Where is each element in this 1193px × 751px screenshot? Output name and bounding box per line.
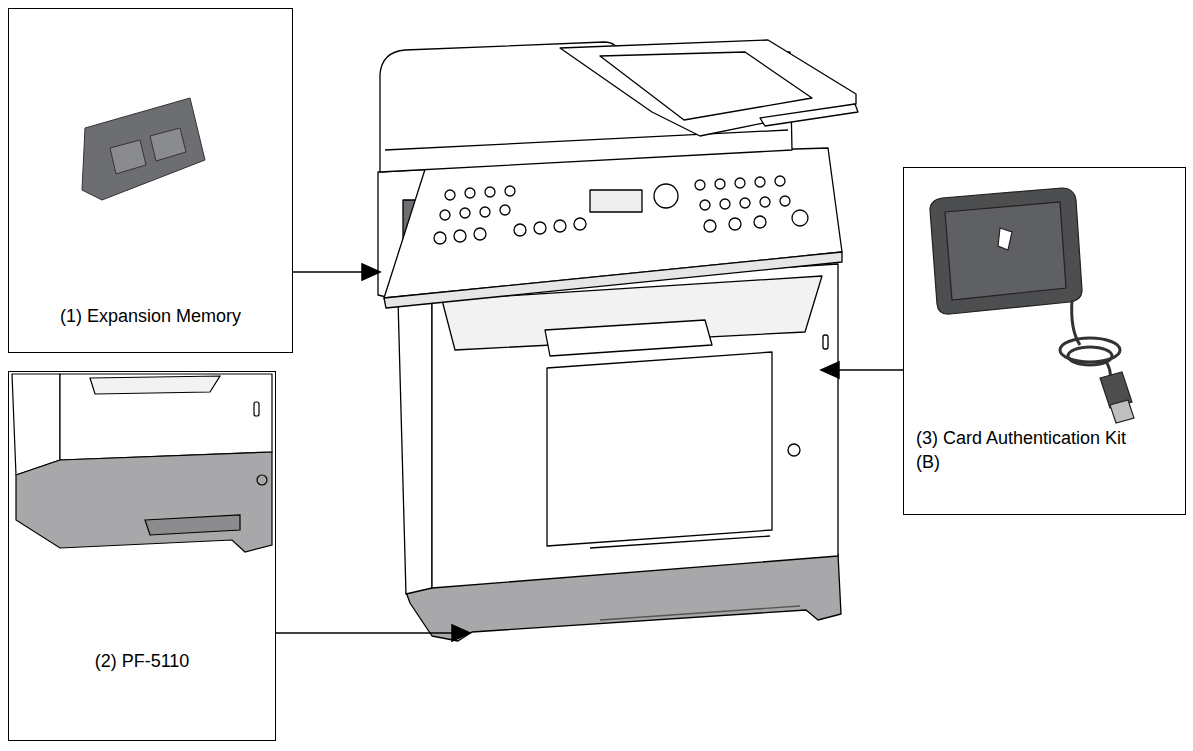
tray-guide — [600, 52, 812, 120]
body-front — [432, 264, 838, 588]
leader-arrows — [275, 264, 903, 641]
panel-edge — [384, 252, 842, 308]
callout-box: (3) Card Authentication Kit (B) — [903, 167, 1186, 515]
panel-buttons — [434, 176, 808, 244]
callout-label: (3) Card Authentication Kit (B) — [916, 426, 1131, 474]
output-stopper — [545, 320, 712, 356]
callout-box: (2) PF-5110 — [8, 371, 276, 741]
side-slot — [823, 335, 828, 349]
memory-module — [82, 98, 205, 200]
panel-display — [590, 190, 642, 212]
panel-dial — [654, 184, 678, 208]
feeder-slot — [600, 606, 800, 620]
card-reader — [930, 188, 1134, 423]
callout-label: (2) PF-5110 — [9, 649, 275, 673]
tray-extension — [760, 104, 858, 126]
front-cover — [547, 352, 772, 546]
document-tray — [560, 40, 856, 136]
body-side — [398, 290, 432, 594]
feeder-illustration — [12, 374, 272, 552]
callout-label: (1) Expansion Memory — [9, 304, 292, 328]
cover-button — [788, 444, 800, 456]
cassette-line — [590, 536, 770, 548]
feeder-seam — [385, 130, 788, 150]
callout-box: (1) Expansion Memory — [8, 8, 293, 353]
